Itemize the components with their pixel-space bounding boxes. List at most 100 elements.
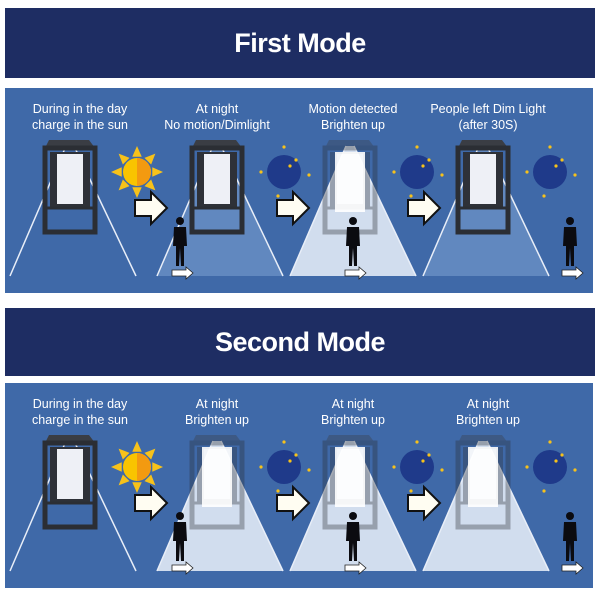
moon-bg	[533, 450, 567, 484]
star-icon	[542, 194, 546, 198]
star-icon	[288, 164, 292, 168]
lamp-glow	[468, 447, 498, 507]
second-mode-panel: During in the day charge in the sun At nig…	[5, 383, 593, 588]
second-mode-header: Second Mode	[5, 308, 595, 376]
person-body	[346, 522, 360, 561]
caption-line: At night	[195, 397, 239, 411]
star-icon	[440, 173, 444, 177]
lamp-panel	[57, 154, 83, 204]
star-icon	[307, 468, 311, 472]
caption-line: (after 30S)	[458, 118, 518, 132]
sun-ray	[152, 462, 163, 472]
person-head	[349, 217, 357, 225]
person-head	[566, 217, 574, 225]
sun-ray	[132, 187, 142, 198]
moon-bg	[400, 155, 434, 189]
sun-ray	[144, 448, 156, 460]
scene-2	[156, 140, 311, 280]
caption-line: charge in the sun	[32, 118, 128, 132]
star-icon	[259, 465, 263, 469]
star-icon	[288, 459, 292, 463]
lamp-cap	[325, 435, 375, 443]
moon-bg	[267, 155, 301, 189]
star-icon	[415, 440, 419, 444]
moon-icon	[525, 145, 577, 198]
lamp-frame	[455, 440, 511, 530]
star-icon	[294, 158, 298, 162]
star-icon	[409, 194, 413, 198]
moon-icon	[525, 440, 577, 493]
lamp-cap	[458, 435, 508, 443]
sun-ray	[118, 474, 130, 486]
star-icon	[525, 465, 529, 469]
caption-line: At night	[466, 397, 510, 411]
star-icon	[560, 158, 564, 162]
caption-line: charge in the sun	[32, 413, 128, 427]
moon-bg	[533, 155, 567, 189]
lamp-panel	[470, 154, 496, 204]
sun-ray	[111, 462, 122, 472]
mode-illustration	[9, 435, 584, 575]
lamp-cap	[325, 140, 375, 148]
scene-1	[9, 140, 163, 277]
sun-ray	[118, 153, 130, 165]
star-icon	[560, 453, 564, 457]
person-icon	[344, 512, 367, 575]
header-title: Second Mode	[214, 326, 386, 357]
caption-line: At night	[195, 102, 239, 116]
caption-line: During in the day	[32, 397, 128, 411]
lamp-frame	[189, 440, 245, 530]
header-title: First Mode	[234, 27, 366, 58]
star-icon	[440, 468, 444, 472]
sun-ray	[144, 153, 156, 165]
star-icon	[548, 440, 552, 444]
solar-lamp-icon	[42, 435, 98, 530]
lamp-frame	[42, 440, 98, 530]
star-icon	[282, 145, 286, 149]
moon-bg	[267, 450, 301, 484]
lamp-glow	[202, 447, 232, 507]
star-icon	[276, 489, 280, 493]
sun-ray	[132, 146, 142, 157]
star-icon	[259, 170, 263, 174]
scene-1	[9, 435, 163, 572]
lamp-panel	[57, 449, 83, 499]
next-step-arrow-icon	[134, 484, 169, 522]
star-icon	[392, 465, 396, 469]
star-icon	[554, 459, 558, 463]
sun-icon	[111, 441, 163, 493]
caption-line: Motion detected	[308, 102, 398, 116]
walk-direction-arrow-icon	[171, 266, 194, 280]
sun-icon	[111, 146, 163, 198]
person-icon	[171, 217, 194, 280]
star-icon	[421, 164, 425, 168]
scene-3	[289, 435, 444, 575]
sun-ray	[152, 167, 163, 177]
person-head	[176, 217, 184, 225]
star-icon	[427, 453, 431, 457]
lamp-panel	[204, 154, 230, 204]
next-step-arrow-icon	[276, 189, 311, 227]
star-icon	[525, 170, 529, 174]
lamp-frame	[189, 145, 245, 235]
moon-bg	[400, 450, 434, 484]
star-icon	[573, 468, 577, 472]
caption-line: No motion/Dimlight	[164, 118, 270, 132]
solar-lamp-icon	[189, 140, 245, 235]
person-head	[566, 512, 574, 520]
next-step-arrow-icon	[276, 484, 311, 522]
person-body	[173, 522, 187, 561]
caption-line: Brighten up	[185, 413, 249, 427]
lamp-frame	[455, 145, 511, 235]
light-beam	[423, 146, 549, 276]
walk-direction-arrow-icon	[344, 561, 367, 575]
lamp-glow	[335, 152, 365, 212]
solar-lamp-icon	[42, 140, 98, 235]
person-body	[563, 522, 577, 561]
next-step-arrow-icon	[407, 189, 442, 227]
caption-line: Brighten up	[321, 118, 385, 132]
scene-4	[422, 435, 584, 575]
